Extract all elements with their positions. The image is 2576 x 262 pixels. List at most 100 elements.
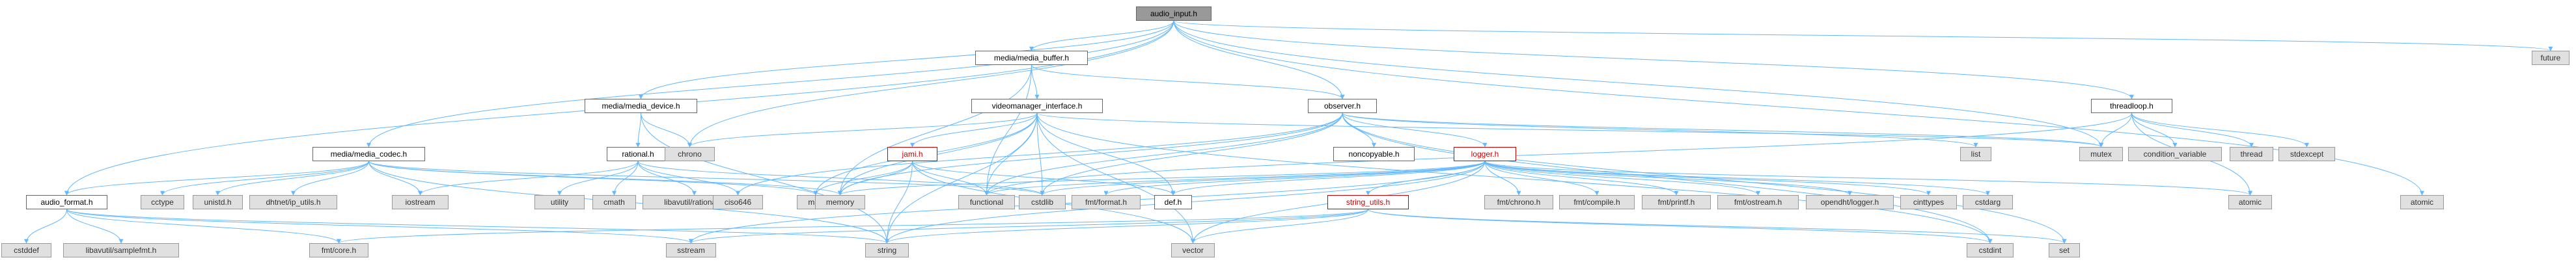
- node-audio-input[interactable]: audio_input.h: [1136, 7, 1212, 21]
- node-jami[interactable]: jami.h: [887, 147, 937, 161]
- edge-jami-to-map: [813, 161, 913, 196]
- node-dhtnet: dhtnet/ip_utils.h: [249, 195, 337, 209]
- node-rational[interactable]: rational.h: [607, 147, 669, 161]
- edge-jami-to-string: [885, 161, 913, 244]
- node-libavutil-samplefmt: libavutil/samplefmt.h: [63, 243, 179, 257]
- edge-media-codec-to-audio-format: [64, 161, 369, 196]
- edge-media-buffer-to-memory: [838, 64, 1032, 196]
- node-ciso646: ciso646: [713, 195, 763, 209]
- edge-jami-to-functional: [912, 161, 989, 196]
- edge-media-device-to-rational: [635, 112, 641, 148]
- node-vector: vector: [1171, 243, 1215, 257]
- node-list: list: [1960, 147, 1991, 161]
- node-threadloop[interactable]: threadloop.h: [2091, 99, 2172, 113]
- edge-audio-format-to-string: [66, 209, 889, 244]
- edge-string-utils-to-set: [1368, 209, 2067, 244]
- edge-rational-to-cstdlib: [637, 161, 1045, 196]
- node-fmt-printf: fmt/printf.h: [1642, 195, 1711, 209]
- edge-rational-to-utility: [557, 161, 639, 196]
- node-cinttypes: cinttypes: [1900, 195, 1957, 209]
- edge-logger-to-def: [1170, 161, 1486, 196]
- edge-logger-to-opendht-logger: [1484, 161, 1852, 196]
- node-cstddef: cstddef: [1, 243, 51, 257]
- edge-audio-input-to-mutex: [1173, 20, 2103, 148]
- node-fmt-format: fmt/format.h: [1072, 195, 1141, 209]
- edge-audio-input-to-media-codec: [367, 20, 1174, 148]
- node-logger[interactable]: logger.h: [1454, 147, 1516, 161]
- node-observer[interactable]: observer.h: [1308, 99, 1377, 113]
- node-mutex: mutex: [2079, 147, 2123, 161]
- edge-media-codec-to-cctype: [160, 161, 369, 196]
- node-cmath: cmath: [592, 195, 636, 209]
- edge-threadloop-to-mutex: [2099, 112, 2132, 148]
- edge-videomanager-to-cstdint: [1036, 112, 1993, 244]
- node-memory: memory: [815, 195, 865, 209]
- edge-logger-to-functional: [984, 161, 1486, 196]
- edge-media-buffer-to-observer: [1031, 64, 1345, 99]
- edge-audio-input-to-atomic-t: [1173, 20, 2424, 196]
- node-string: string: [865, 243, 909, 257]
- node-audio-format[interactable]: audio_format.h: [26, 195, 107, 209]
- node-fmt-chrono: fmt/chrono.h: [1484, 195, 1553, 209]
- edge-logger-to-cstdarg: [1484, 161, 1990, 196]
- edge-string-utils-to-fmt-core: [337, 209, 1368, 244]
- node-atomic-t: atomic: [2400, 195, 2444, 209]
- edge-audio-format-to-fmt-core: [66, 209, 341, 244]
- edge-logger-to-memory: [838, 161, 1486, 196]
- edge-observer-to-list: [1342, 112, 1978, 148]
- node-unistd: unistd.h: [193, 195, 243, 209]
- node-thread: thread: [2230, 147, 2273, 161]
- edge-logger-to-fmt-ostream: [1484, 161, 1760, 196]
- node-fmt-core: fmt/core.h: [309, 243, 368, 257]
- edge-media-codec-to-iostream: [368, 161, 422, 196]
- node-utility: utility: [534, 195, 585, 209]
- edge-observer-to-ciso646: [736, 112, 1343, 196]
- edge-videomanager-to-cstdlib: [1036, 112, 1045, 196]
- edge-threadloop-to-condition-variable: [2131, 112, 2178, 148]
- node-string-utils[interactable]: string_utils.h: [1327, 195, 1409, 209]
- edge-audio-format-to-cstddef: [24, 209, 67, 244]
- edge-videomanager-to-string: [885, 112, 1038, 244]
- edge-media-codec-to-memory: [368, 161, 842, 196]
- node-stdexcept: stdexcept: [2278, 147, 2335, 161]
- node-fmt-ostream: fmt/ostream.h: [1717, 195, 1799, 209]
- node-cstdarg: cstdarg: [1963, 195, 2013, 209]
- edge-audio-input-to-media-device: [639, 20, 1174, 99]
- node-videomanager[interactable]: videomanager_interface.h: [971, 99, 1103, 113]
- edge-logger-to-fmt-compile: [1484, 161, 1600, 196]
- node-media-codec[interactable]: media/media_codec.h: [312, 147, 425, 161]
- node-noncopyable[interactable]: noncopyable.h: [1333, 147, 1415, 161]
- node-cctype: cctype: [141, 195, 184, 209]
- edge-media-buffer-to-functional: [984, 64, 1032, 196]
- edge-audio-input-to-chrono: [687, 20, 1174, 148]
- node-media-buffer[interactable]: media/media_buffer.h: [975, 51, 1088, 65]
- edge-layer: [24, 20, 2553, 244]
- edge-audio-format-to-sstream: [66, 209, 693, 244]
- edge-logger-to-cinttypes: [1484, 161, 1931, 196]
- edge-logger-to-fmt-printf: [1484, 161, 1679, 196]
- edge-observer-to-functional: [984, 112, 1343, 196]
- edge-logger-to-atomic-b: [1484, 161, 2252, 196]
- node-fmt-compile: fmt/compile.h: [1559, 195, 1635, 209]
- node-cstdint: cstdint: [1967, 243, 2014, 257]
- edge-videomanager-to-mutex: [1036, 112, 2103, 148]
- edge-observer-to-logger: [1342, 112, 1488, 148]
- edge-string-utils-to-cstdint: [1368, 209, 1993, 244]
- node-media-device[interactable]: media/media_device.h: [585, 99, 697, 113]
- node-future: future: [2532, 51, 2569, 65]
- node-atomic-b: atomic: [2228, 195, 2272, 209]
- edge-string-utils-to-vector: [1191, 209, 1368, 244]
- node-chrono: chrono: [665, 147, 715, 161]
- edge-rational-to-libavutil-rational: [637, 161, 697, 196]
- edge-logger-to-cstdlib: [1040, 161, 1486, 196]
- node-def[interactable]: def.h: [1154, 195, 1192, 209]
- edge-jami-to-memory: [838, 161, 913, 196]
- edge-audio-input-to-threadloop: [1173, 20, 2134, 99]
- node-sstream: sstream: [666, 243, 716, 257]
- edge-videomanager-to-chrono: [687, 112, 1038, 148]
- edge-audio-input-to-media-buffer: [1029, 20, 1174, 51]
- edge-audio-input-to-observer: [1173, 20, 1345, 99]
- edge-string-utils-to-string: [885, 209, 1368, 244]
